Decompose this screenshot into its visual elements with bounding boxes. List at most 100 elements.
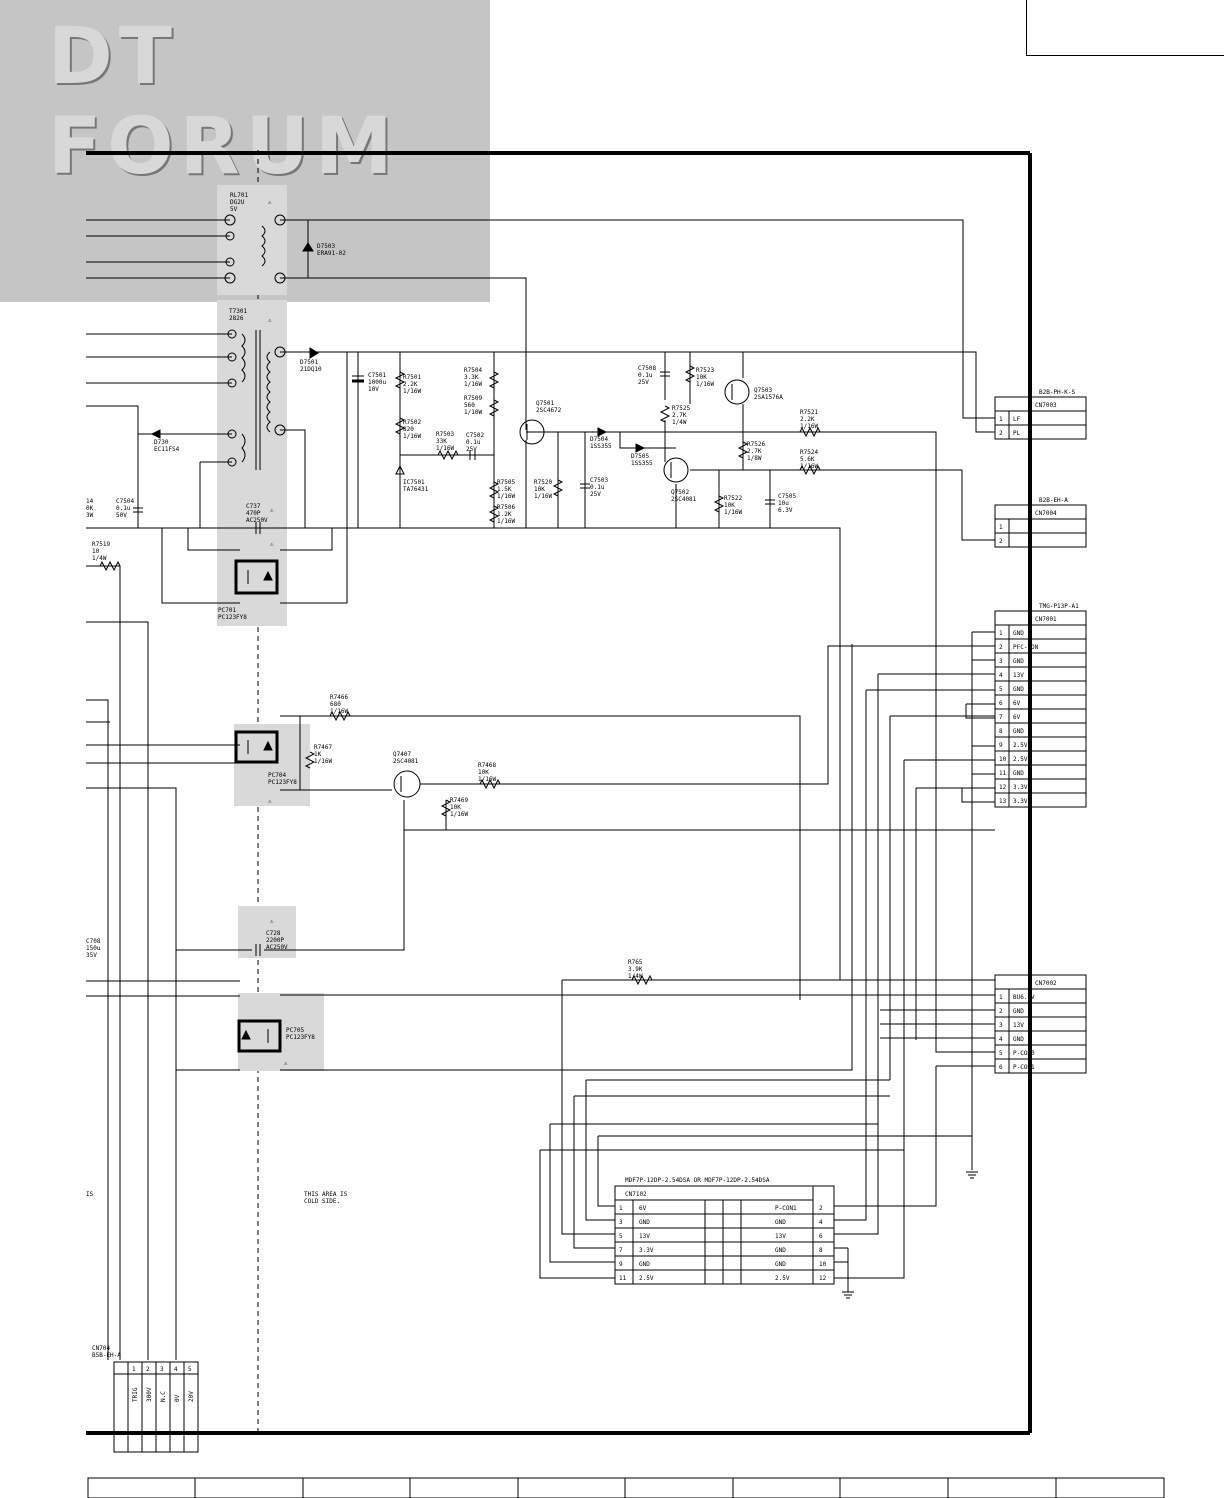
label-c7504: 50V [116, 512, 127, 519]
connector-name-cn7102: CN7102 [625, 1191, 647, 1198]
connector-pin-num: 12 [999, 784, 1007, 791]
connector-pin-num: 5 [619, 1233, 623, 1240]
label-r7469: 10K [450, 804, 461, 811]
label-c7505: C7505 [778, 493, 796, 500]
warning-icon: ⚠ [270, 507, 274, 514]
connector-pin-num: 4 [174, 1366, 178, 1373]
label-r7504: 1/16W [464, 381, 482, 388]
connector-pin-label: 20V [188, 1391, 195, 1402]
connector-pin-num: 1 [619, 1205, 623, 1212]
connector-pin-label: 6V [1013, 700, 1021, 707]
label-r7523: R7523 [696, 367, 714, 374]
label-d7505: D7505 [631, 453, 649, 460]
label-r7468: R7468 [478, 762, 496, 769]
label-r7503: R7503 [436, 431, 454, 438]
label-c7505: 6.3V [778, 507, 793, 514]
connector-pin-num: 1 [999, 630, 1003, 637]
label-r7519: R7519 [92, 541, 110, 548]
label-d7504: 1SS355 [590, 443, 612, 450]
connector-pin-num: 3 [160, 1366, 164, 1373]
label-c728: AC250V [266, 944, 288, 951]
connector-pin-label: 2.5V [1013, 756, 1028, 763]
label-pc705: PC705 [286, 1027, 304, 1034]
label-pc705: PC123FY8 [286, 1034, 315, 1041]
label-r7524: R7524 [800, 449, 818, 456]
connector-pin-label: 0V [174, 1394, 181, 1402]
label-c7504_left: 14 [86, 498, 94, 505]
connector-pin-label: 13V [1013, 672, 1024, 679]
connector-pin-label: 2.5V [775, 1275, 790, 1282]
label-d7501: 21DQ10 [300, 366, 322, 373]
connector-pin-label: GND [639, 1219, 650, 1226]
connector-pin-label: GND [1013, 728, 1024, 735]
label-r7502: 820 [403, 426, 414, 433]
connector-pin-num: 6 [999, 1064, 1003, 1071]
connector-type-cn7001: TMG-P13P-A1 [1039, 603, 1079, 610]
connector-pin-num: 5 [999, 1050, 1003, 1057]
label-hot_note: IS [86, 1191, 94, 1198]
label-c7502: 25V [466, 446, 477, 453]
connector-pin-label: GND [775, 1219, 786, 1226]
label-d7503: ERA91-02 [317, 250, 346, 257]
connector-pin-num: 2 [999, 430, 1003, 437]
label-r7468: 10K [478, 769, 489, 776]
connector-pin-num: 9 [999, 742, 1003, 749]
connector-name-cn7004: CN7004 [1035, 510, 1057, 517]
label-c7508: 0.1u [638, 372, 653, 379]
warning-icon: ⚠ [268, 199, 272, 206]
label-r7519: 10 [92, 548, 100, 555]
connector-pin-label: BU6.0V [1013, 994, 1035, 1001]
label-r7525: R7525 [672, 405, 690, 412]
connector-pin-num: 1 [999, 524, 1003, 531]
label-q7502: Q7502 [671, 489, 689, 496]
label-c7505: 10u [778, 500, 789, 507]
connector-pin-label: TRIG [132, 1387, 139, 1402]
connector-type-cn704: B5B-EH-A [92, 1352, 121, 1359]
label-c7504: C7504 [116, 498, 134, 505]
connector-cn7003 [994, 396, 1087, 440]
connector-pin-num: 8 [999, 728, 1003, 735]
connector-pin-label: 3.3V [1013, 798, 1028, 805]
connector-pin-label: GND [775, 1261, 786, 1268]
label-c728: C728 [266, 930, 281, 937]
connector-pin-label: GND [1013, 686, 1024, 693]
label-ic7501: TA76431 [403, 486, 429, 493]
label-r7522: R7522 [724, 495, 742, 502]
component-labels: RL701DG2U5VD7503ERA91-02T73012826D750121… [86, 192, 818, 1205]
label-r7522: 1/16W [724, 509, 742, 516]
connector-pin-num: 8 [819, 1247, 823, 1254]
connector-pin-num: 4 [999, 1036, 1003, 1043]
label-r765: 3.9K [628, 966, 643, 973]
label-t7301: T7301 [229, 308, 247, 315]
connector-pin-num: 5 [188, 1366, 192, 1373]
label-r7505: 1.5K [497, 486, 512, 493]
label-r7506: R7506 [497, 504, 515, 511]
label-c737: C737 [246, 503, 261, 510]
connector-pin-num: 11 [999, 770, 1007, 777]
connector-pin-num: 4 [999, 672, 1003, 679]
connector-name-cn7003: CN7003 [1035, 402, 1057, 409]
label-r7522: 10K [724, 502, 735, 509]
connector-pin-num: 3 [999, 1022, 1003, 1029]
label-r7466: 1/16W [330, 708, 348, 715]
label-q7502: 2SC4081 [671, 496, 697, 503]
label-d7501: D7501 [300, 359, 318, 366]
connector-cn7004 [994, 504, 1087, 548]
label-r7466: 680 [330, 701, 341, 708]
warning-icon: ⚠ [284, 1060, 288, 1067]
label-cold_note: COLD SIDE. [304, 1198, 340, 1205]
label-d7505: 1SS355 [631, 460, 653, 467]
label-r7502: R7502 [403, 419, 421, 426]
connector-type-cn7004: B2B-EH-A [1039, 497, 1068, 504]
label-r7519: 1/4W [92, 555, 107, 562]
connector-cn7102 [614, 1185, 835, 1285]
label-r7467: 1K [314, 751, 322, 758]
connector-pin-label: PL [1013, 430, 1021, 437]
label-d730: EC11FS4 [154, 446, 180, 453]
label-c708: C708 [86, 938, 101, 945]
label-r7509: 560 [464, 402, 475, 409]
connector-pin-label: 13V [639, 1233, 650, 1240]
warning-icon: ⚠ [270, 541, 274, 548]
connector-pin-label: P-CON1 [775, 1205, 797, 1212]
